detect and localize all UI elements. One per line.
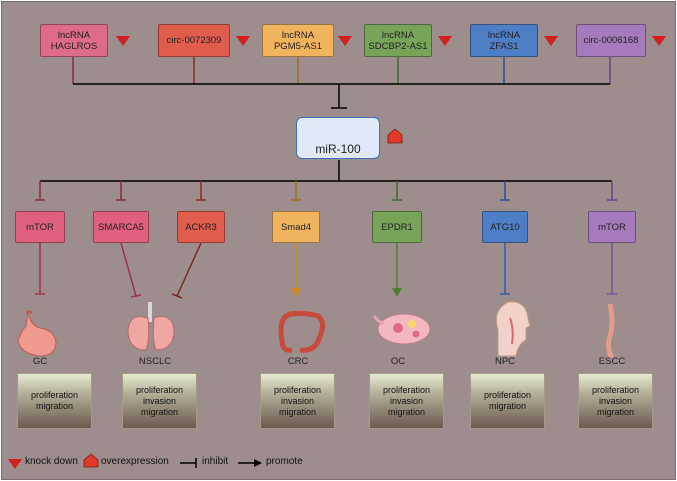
outcome-box-npc: proliferation migration <box>470 373 545 429</box>
stomach-icon <box>17 310 57 357</box>
legend-knockdown-icon <box>8 459 22 469</box>
cancer-label-npc: NPC <box>494 356 516 367</box>
knockdown-marker-icon <box>338 36 352 46</box>
cancer-label-escc: ESCC <box>598 356 626 367</box>
esophagus-icon <box>605 303 615 360</box>
target-box-mtor-escc: mTOR <box>588 211 636 243</box>
legend-inhibit-icon <box>180 458 197 468</box>
outcome-box-crc: proliferation invasion migration <box>260 373 335 429</box>
mirna-label: miR-100 <box>315 142 361 156</box>
overexpression-marker-icon <box>387 128 403 144</box>
target-box-epdr1: EPDR1 <box>372 211 422 243</box>
lung-icon <box>127 302 175 351</box>
mirna-box: miR-100 <box>296 117 380 159</box>
legend-promote-label: promote <box>266 456 303 467</box>
regulator-box-zfas1: lncRNA ZFAS1 <box>470 24 538 57</box>
target-box-ackr3: ACKR3 <box>177 211 225 243</box>
regulator-box-sdcbp2as1: lncRNA SDCBP2-AS1 <box>364 24 432 57</box>
outcome-box-escc: proliferation invasion migration <box>578 373 653 429</box>
legend-promote-icon <box>238 459 262 467</box>
legend-knockdown-label: knock down <box>25 456 78 467</box>
knockdown-marker-icon <box>652 36 666 46</box>
regulator-box-pgm5as1: lncRNA PGM5-AS1 <box>262 24 334 57</box>
target-box-smarca5: SMARCA5 <box>93 211 149 243</box>
knockdown-marker-icon <box>544 36 558 46</box>
ovary-icon <box>372 313 431 345</box>
target-box-smad4: Smad4 <box>272 211 320 243</box>
cancer-label-oc: OC <box>390 356 406 367</box>
knockdown-marker-icon <box>438 36 452 46</box>
regulator-box-circ0006168: circ-0006168 <box>576 24 646 57</box>
target-box-atg10: ATG10 <box>482 211 528 243</box>
legend-overexpression-icon <box>83 453 99 468</box>
cancer-label-gc: GC <box>32 356 48 367</box>
colon-icon <box>278 310 326 353</box>
legend-inhibit-label: inhibit <box>202 456 229 467</box>
knockdown-marker-icon <box>116 36 130 46</box>
outcome-box-gc: proliferation migration <box>17 373 92 429</box>
cancer-label-crc: CRC <box>287 356 309 367</box>
outcome-box-oc: proliferation invasion migration <box>369 373 444 429</box>
regulator-box-haglros: lncRNA HAGLROS <box>40 24 108 57</box>
outcome-box-nsclc: proliferation invasion migration <box>122 373 197 429</box>
knockdown-marker-icon <box>236 36 250 46</box>
nasopharynx-icon <box>495 301 531 357</box>
target-box-mtor-gc: mTOR <box>15 211 65 243</box>
legend-overexpression-label: overexpression <box>101 456 169 467</box>
cancer-label-nsclc: NSCLC <box>138 356 172 367</box>
regulator-box-circ0072309: circ-0072309 <box>158 24 230 57</box>
